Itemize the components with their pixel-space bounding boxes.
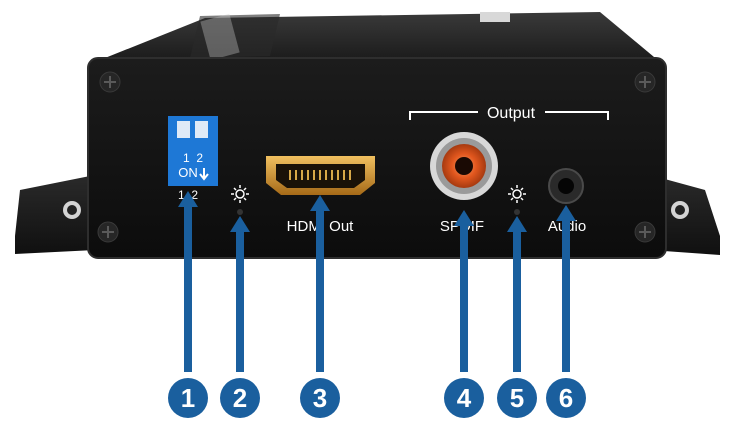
dip-switch-top-numbers: 1 2 (183, 151, 203, 165)
callout-number: 2 (233, 383, 247, 413)
screw (634, 71, 656, 93)
callout-arrow (230, 216, 250, 372)
callout-number: 5 (510, 383, 524, 413)
callout-arrow (178, 191, 198, 372)
spdif-port[interactable]: SPDIF (430, 132, 498, 235)
callout-badge: 1 (168, 378, 208, 418)
callout-badge: 4 (444, 378, 484, 418)
power-led (231, 185, 249, 215)
signal-led (508, 185, 526, 215)
callout-arrow (507, 216, 527, 372)
callout-badges: 1 2 3 4 5 6 (168, 378, 586, 418)
callout-number: 4 (457, 383, 472, 413)
callout-badge: 5 (497, 378, 537, 418)
callout-number: 6 (559, 383, 573, 413)
output-label: Output (487, 105, 536, 122)
callout-pointers (178, 191, 576, 372)
sun-icon (231, 185, 249, 203)
callout-badge: 2 (220, 378, 260, 418)
callout-arrow (454, 210, 474, 372)
screw (97, 221, 119, 243)
dip-switch-on-label: ON (178, 165, 198, 180)
screw (634, 221, 656, 243)
arrow-down-icon (199, 168, 209, 181)
output-section-header: Output (409, 105, 609, 122)
callout-badge: 3 (300, 378, 340, 418)
callout-number: 3 (313, 383, 327, 413)
callout-arrow (556, 205, 576, 372)
callout-badge: 6 (546, 378, 586, 418)
right-mounting-flange (650, 175, 720, 255)
callout-arrow (310, 195, 330, 372)
chassis-front-face (87, 57, 667, 259)
left-mounting-flange (15, 175, 95, 254)
dip-switch[interactable]: 1 2 ON 1 2 (168, 116, 218, 202)
chassis-top (95, 12, 660, 62)
screw (99, 71, 121, 93)
callout-number: 1 (181, 383, 195, 413)
sun-icon (508, 185, 526, 203)
